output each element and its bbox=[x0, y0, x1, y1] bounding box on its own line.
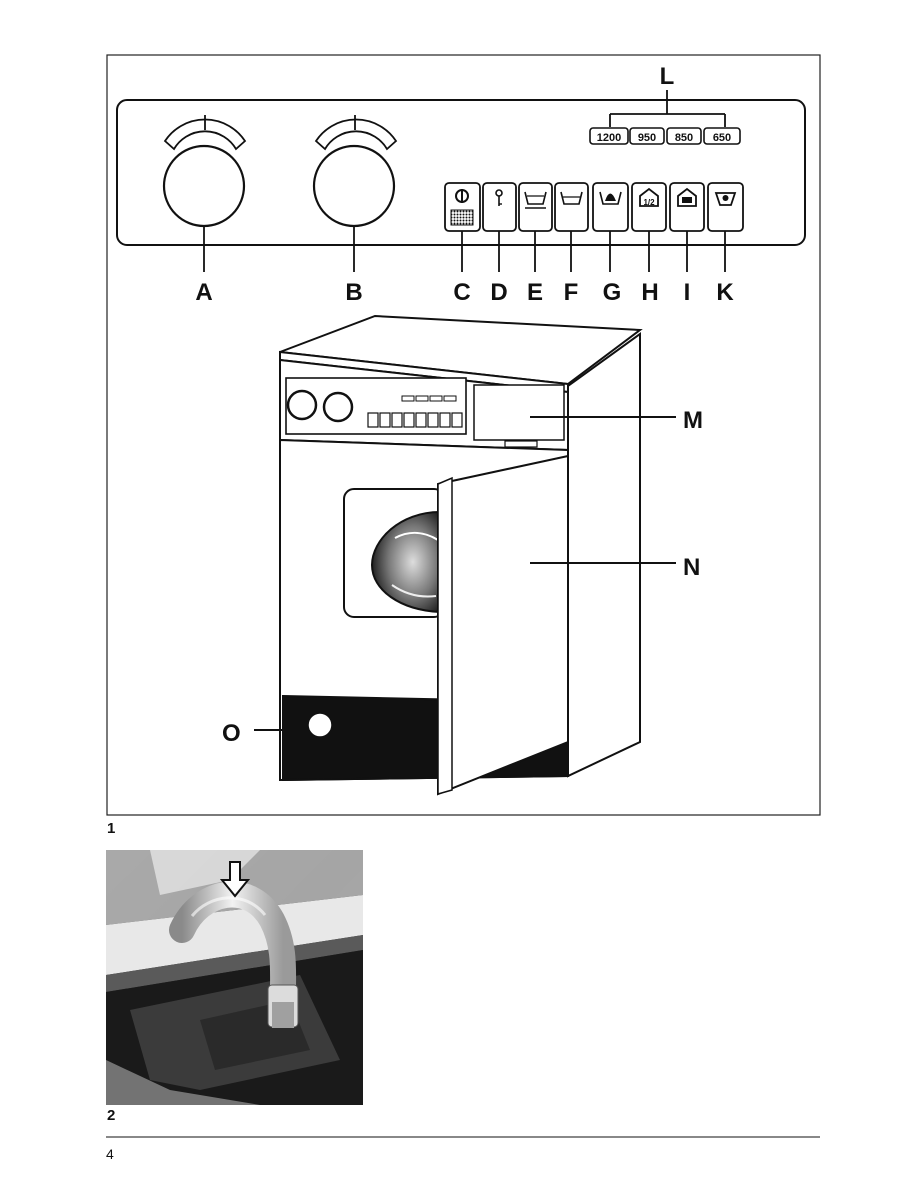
callout-n: N bbox=[683, 554, 700, 581]
figure-2-number: 2 bbox=[107, 1107, 115, 1124]
indicator-light bbox=[451, 210, 473, 225]
button-g bbox=[593, 183, 628, 272]
figure-1-number: 1 bbox=[107, 820, 115, 837]
mini-knob-a bbox=[288, 391, 316, 419]
button-k bbox=[708, 183, 743, 272]
knob-b bbox=[314, 115, 396, 272]
callout-c: C bbox=[453, 279, 470, 306]
control-panel-detail: 1200 950 850 650 bbox=[117, 90, 805, 272]
cabinet-door bbox=[438, 456, 568, 794]
figure-2-photo bbox=[106, 850, 363, 1105]
callout-g: G bbox=[603, 279, 622, 306]
callout-h: H bbox=[641, 279, 658, 306]
speed-1200-box: 1200 bbox=[590, 128, 628, 144]
callout-e: E bbox=[527, 279, 543, 306]
page-number: 4 bbox=[106, 1146, 114, 1162]
detergent-drawer bbox=[474, 385, 564, 440]
speed-650-box: 650 bbox=[704, 128, 740, 144]
speed-850-label: 850 bbox=[675, 132, 693, 144]
speed-950-box: 950 bbox=[630, 128, 664, 144]
button-f bbox=[555, 183, 588, 272]
knob-a bbox=[164, 115, 245, 272]
callout-k: K bbox=[716, 279, 734, 306]
button-d bbox=[483, 183, 516, 272]
callout-o: O bbox=[222, 720, 241, 747]
speed-950-label: 950 bbox=[638, 132, 656, 144]
speed-1200-label: 1200 bbox=[597, 132, 621, 144]
filter-cap bbox=[308, 713, 332, 737]
spin-speed-display: 1200 950 850 650 bbox=[590, 90, 740, 144]
button-i bbox=[670, 183, 704, 272]
cabinet-side bbox=[568, 334, 640, 776]
callout-l: L bbox=[660, 63, 675, 90]
speed-650-label: 650 bbox=[713, 132, 731, 144]
callout-m: M bbox=[683, 407, 703, 434]
mini-knob-b bbox=[324, 393, 352, 421]
washing-machine bbox=[280, 316, 640, 794]
callout-i: I bbox=[684, 279, 691, 306]
speed-850-box: 850 bbox=[667, 128, 701, 144]
button-e bbox=[519, 183, 552, 272]
callout-f: F bbox=[564, 279, 579, 306]
button-h: 1/2 bbox=[632, 183, 666, 272]
callout-b: B bbox=[345, 279, 362, 306]
svg-text:1/2: 1/2 bbox=[643, 198, 655, 207]
callout-a: A bbox=[195, 279, 212, 306]
button-c bbox=[445, 183, 480, 272]
figure-1: 1200 950 850 650 bbox=[107, 55, 820, 815]
callout-d: D bbox=[490, 279, 507, 306]
